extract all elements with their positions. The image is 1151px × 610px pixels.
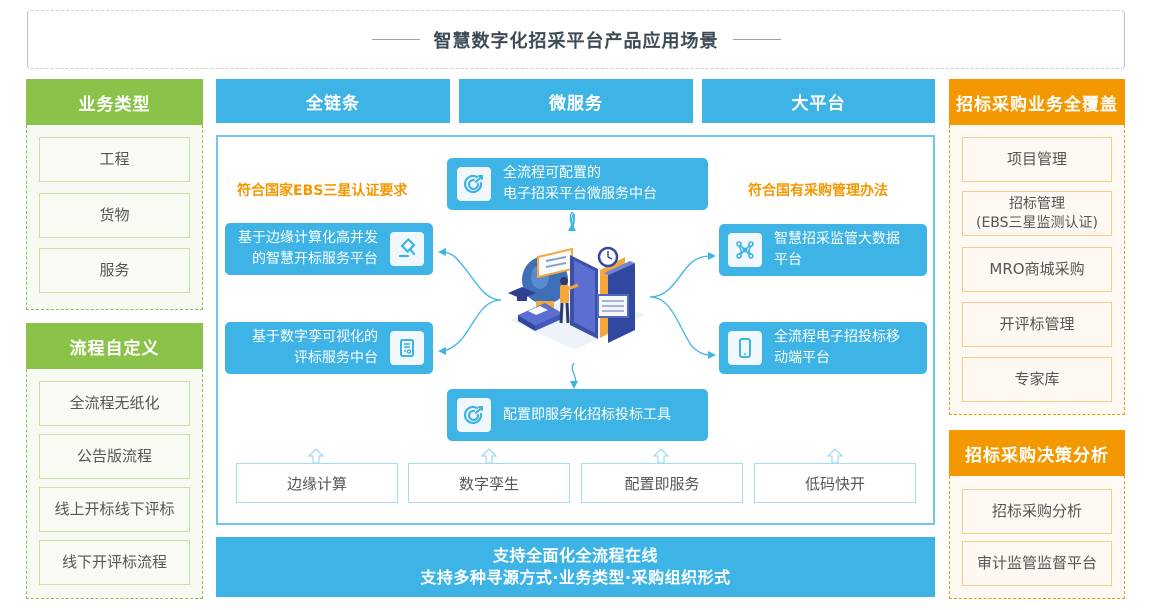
card-text: 基于数字孪可视化的 评标服务中台 <box>252 329 378 366</box>
business-type-item: 货物 <box>39 193 190 238</box>
hollow-up-arrow-icon <box>652 448 670 464</box>
tab-microservice: 微服务 <box>459 79 693 123</box>
arrow-left <box>438 248 446 256</box>
tech-digital-twin: 数字孪生 <box>408 463 570 503</box>
title-banner: 智慧数字化招采平台产品应用场景 <box>27 10 1125 69</box>
arrow-right <box>708 351 716 359</box>
business-type-item: 服务 <box>39 248 190 293</box>
page-title: 智慧数字化招采平台产品应用场景 <box>433 30 719 52</box>
hollow-up-arrow-icon <box>307 448 325 464</box>
decision-analysis-header: 招标采购决策分析 <box>949 430 1125 476</box>
rocket-gear-icon <box>457 398 491 432</box>
arrow-right <box>708 252 716 260</box>
isometric-education-illustration <box>508 246 645 350</box>
full-coverage-item: MRO商城采购 <box>962 247 1112 292</box>
document-icon <box>390 331 424 365</box>
full-coverage-item: 项目管理 <box>962 137 1112 182</box>
card-text: 全流程电子招投标移 动端平台 <box>774 329 900 366</box>
bottom-banner: 支持全面化全流程在线 支持多种寻源方式·业务类型·采购组织形式 <box>216 537 935 597</box>
decision-analysis-panel: 招标采购分析 审计监管监督平台 <box>949 476 1125 599</box>
full-coverage-item: 招标管理 (EBS三星监测认证) <box>962 191 1112 236</box>
title-divider-left <box>371 39 420 40</box>
process-custom-item: 公告版流程 <box>39 434 190 479</box>
tech-edge-computing: 边缘计算 <box>236 463 398 503</box>
process-custom-header: 流程自定义 <box>26 323 203 369</box>
business-type-panel: 工程 货物 服务 <box>26 125 203 310</box>
caption-ebs-certification: 符合国家EBS三星认证要求 <box>237 183 408 199</box>
business-type-item: 工程 <box>39 137 190 182</box>
process-custom-panel: 全流程无纸化 公告版流程 线上开标线下评标 线下开评标流程 <box>26 369 203 599</box>
decision-analysis-item: 招标采购分析 <box>962 489 1112 534</box>
process-custom-item: 线上开标线下评标 <box>39 487 190 532</box>
tech-config-as-service: 配置即服务 <box>581 463 743 503</box>
card-evaluation-platform: 基于数字孪可视化的 评标服务中台 <box>225 322 433 374</box>
card-mobile-platform: 全流程电子招投标移 动端平台 <box>719 322 927 374</box>
business-type-header: 业务类型 <box>26 79 203 125</box>
full-coverage-item: 专家库 <box>962 357 1112 402</box>
arrow-down <box>570 381 578 389</box>
hollow-up-arrow-icon <box>480 448 498 464</box>
card-text: 全流程可配置的 电子招采平台微服务中台 <box>503 165 657 202</box>
tab-full-chain: 全链条 <box>216 79 450 123</box>
rocket-gear-icon <box>457 167 491 201</box>
card-text: 配置即服务化招标投标工具 <box>503 406 671 423</box>
connector-lines <box>438 211 716 389</box>
full-coverage-panel: 项目管理 招标管理 (EBS三星监测认证) MRO商城采购 开评标管理 专家库 <box>949 125 1125 415</box>
full-coverage-header: 招标采购业务全覆盖 <box>949 79 1125 125</box>
tab-big-platform: 大平台 <box>702 79 935 123</box>
mobile-phone-icon <box>728 331 762 365</box>
hollow-up-arrow-icon <box>826 448 844 464</box>
card-microservice-platform: 全流程可配置的 电子招采平台微服务中台 <box>447 158 708 210</box>
process-custom-item: 全流程无纸化 <box>39 381 190 426</box>
network-nodes-icon <box>728 233 762 267</box>
card-smart-bid-opening: 基于边缘计算化高并发 的智慧开标服务平台 <box>225 223 433 275</box>
tech-low-code: 低码快开 <box>754 463 916 503</box>
card-text: 基于边缘计算化高并发 的智慧开标服务平台 <box>238 230 378 267</box>
arrow-left <box>438 347 446 355</box>
bottom-banner-line1: 支持全面化全流程在线 <box>492 546 658 565</box>
decision-analysis-item: 审计监管监督平台 <box>962 541 1112 586</box>
arrow-up <box>568 223 576 231</box>
process-custom-item: 线下开评标流程 <box>39 540 190 585</box>
bottom-banner-line2: 支持多种寻源方式·业务类型·采购组织形式 <box>420 568 731 587</box>
title-divider-right <box>732 39 781 40</box>
caption-state-procurement: 符合国有采购管理办法 <box>748 183 888 199</box>
card-big-data-platform: 智慧招采监管大数据 平台 <box>719 224 927 276</box>
gavel-icon <box>390 232 424 266</box>
card-text: 智慧招采监管大数据 平台 <box>774 231 900 268</box>
card-bidding-tool: 配置即服务化招标投标工具 <box>447 389 708 441</box>
full-coverage-item: 开评标管理 <box>962 302 1112 347</box>
